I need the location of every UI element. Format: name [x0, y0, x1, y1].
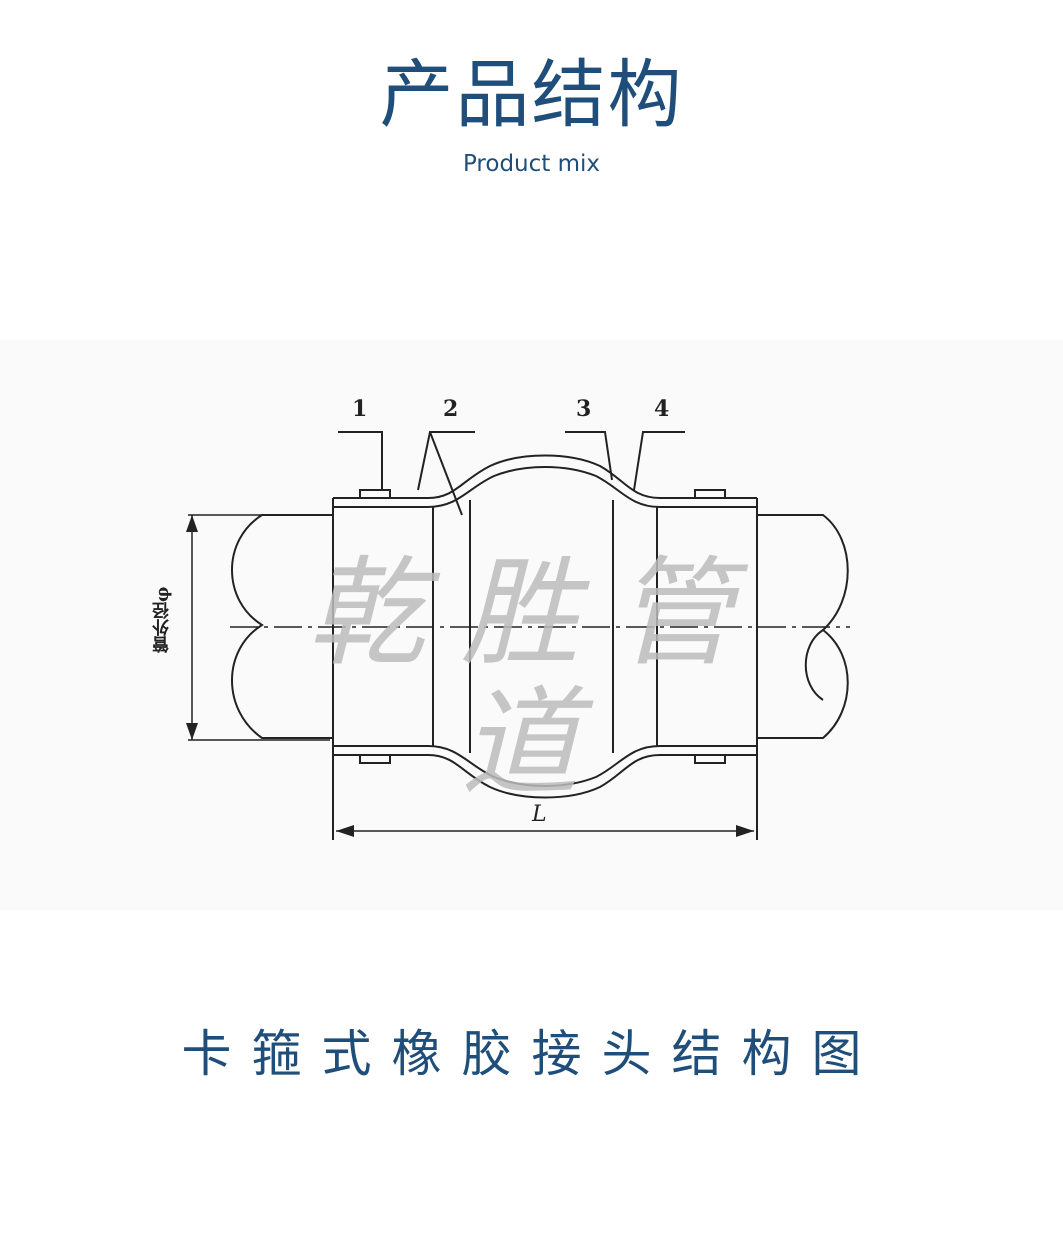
- bolt-bottom-right: [694, 754, 726, 764]
- right-pipe: [757, 514, 849, 739]
- structure-diagram: 1 2 3 4 L: [0, 340, 1063, 910]
- leader-4: [633, 431, 685, 491]
- bolt-bottom-left: [359, 754, 391, 764]
- page-title: 产品结构: [379, 52, 684, 138]
- diameter-label: 管外径φ: [153, 586, 173, 654]
- length-label: L: [532, 802, 547, 827]
- watermark: 乾胜管道: [306, 544, 769, 812]
- leader-3: [565, 431, 613, 481]
- callout-4: 4: [654, 396, 670, 422]
- bolt-top-right: [694, 489, 726, 499]
- page-subtitle: Product mix: [462, 151, 601, 177]
- left-pipe: [231, 514, 333, 739]
- joint-drawing: [186, 431, 850, 840]
- bolt-top-left: [359, 489, 391, 499]
- callout-2: 2: [443, 396, 459, 422]
- clamp-outline-top: [333, 454, 757, 499]
- leader-1: [338, 431, 383, 490]
- diagram-caption: 卡箍式橡胶接头结构图: [181, 1025, 882, 1083]
- callout-3: 3: [576, 396, 592, 422]
- clamp-outline-bottom: [333, 754, 757, 799]
- callout-1: 1: [352, 396, 368, 422]
